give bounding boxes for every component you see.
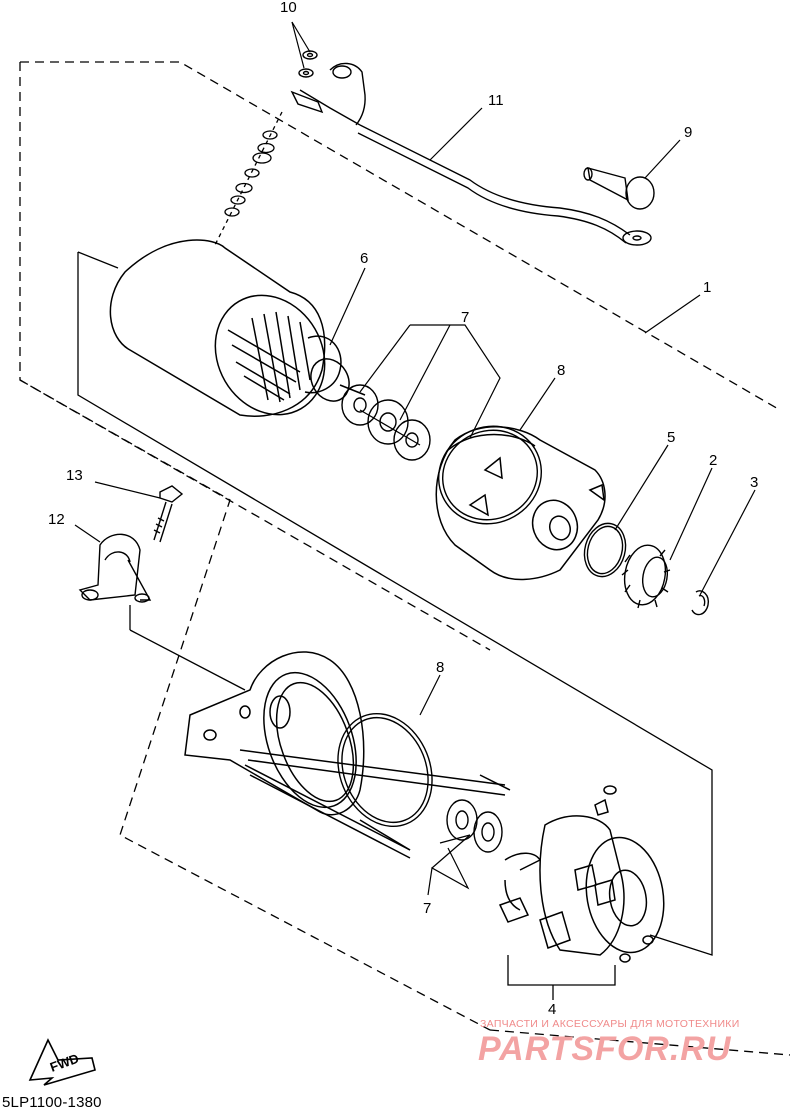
callout-6: 6 <box>360 250 368 267</box>
pinion-gear <box>621 544 671 609</box>
watermark-brand: PARTSFOR.RU <box>478 1030 732 1068</box>
front-cover <box>435 426 606 581</box>
callout-2: 2 <box>709 452 717 469</box>
bolt-and-clamp <box>78 485 184 603</box>
shim-washers <box>341 384 431 461</box>
rear-cover <box>184 651 511 859</box>
callout-8-bottom: 8 <box>436 659 444 676</box>
callout-7-bottom: 7 <box>423 900 431 917</box>
callout-11: 11 <box>488 92 504 109</box>
lead-wire-parts <box>290 50 655 246</box>
callout-1: 1 <box>703 279 711 296</box>
callout-9: 9 <box>684 124 692 141</box>
group-bracket-lines <box>77 251 713 1000</box>
leader-lines <box>74 21 756 896</box>
watermark-tagline: ЗАПЧАСТИ И АКСЕССУАРЫ ДЛЯ МОТОТЕХНИКИ <box>480 1018 740 1030</box>
callout-numbers: 10 11 9 6 1 7 8 5 2 3 13 12 8 7 4 <box>48 0 758 1018</box>
callout-8-top: 8 <box>557 362 565 379</box>
callout-10: 10 <box>280 0 297 16</box>
fwd-arrow: FWD <box>28 1038 96 1086</box>
callout-3: 3 <box>750 474 758 491</box>
o-ring-bottom <box>337 712 433 828</box>
stacked-washers <box>214 111 283 246</box>
callout-4: 4 <box>548 1001 556 1018</box>
shim-washers-bottom <box>446 799 503 853</box>
callout-12: 12 <box>48 511 65 528</box>
circlip <box>691 590 710 616</box>
o-ring-top <box>437 425 543 525</box>
small-o-ring <box>583 522 627 578</box>
yoke-and-armature <box>109 239 366 417</box>
callout-13: 13 <box>66 467 83 484</box>
assembly-boundary <box>19 61 790 1056</box>
callout-5: 5 <box>667 429 675 446</box>
callout-7-top: 7 <box>461 309 469 326</box>
brush-holder-assembly <box>498 785 665 963</box>
diagram-code: 5LP1100-1380 <box>2 1094 102 1111</box>
